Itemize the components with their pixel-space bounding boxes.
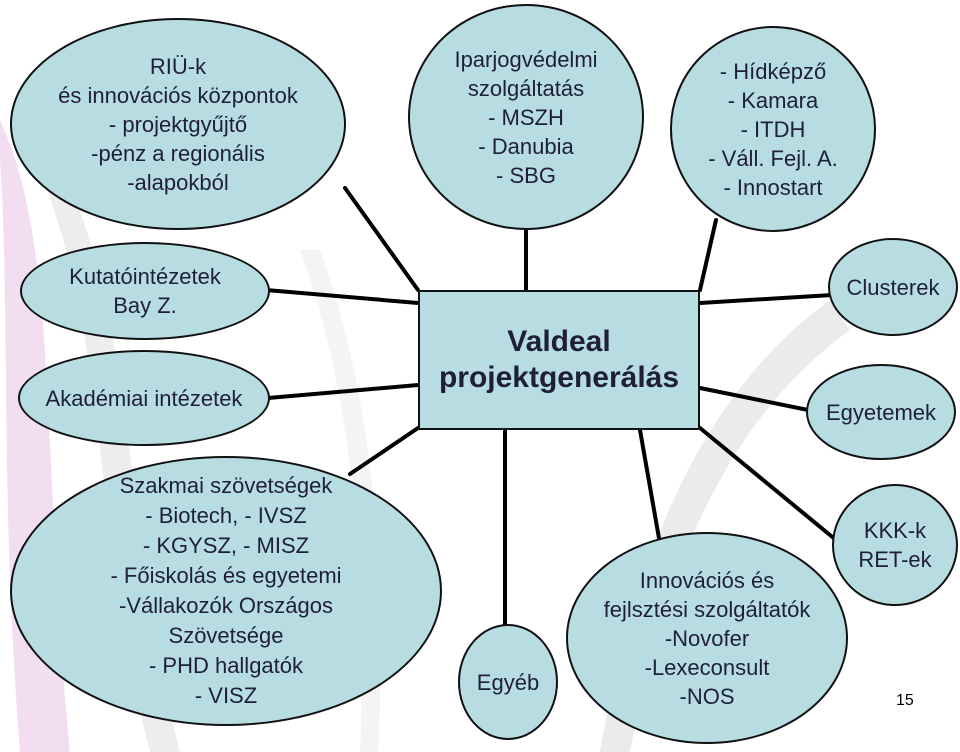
node-innovacios-label: Innovációs és fejlsztési szolgáltatók -N… xyxy=(603,567,811,709)
node-iparjogvedelmi: Iparjogvédelmi szolgáltatás - MSZH - Dan… xyxy=(408,4,644,230)
connector-riu xyxy=(343,186,420,292)
node-hidkepzo: - Hídképző - Kamara - ITDH - Váll. Fejl.… xyxy=(670,26,876,232)
node-iparjog-label: Iparjogvédelmi szolgáltatás - MSZH - Dan… xyxy=(454,46,598,188)
connector-innovacios xyxy=(638,428,662,546)
node-akademiai-intezetek: Akadémiai intézetek xyxy=(18,350,270,446)
node-kkk-label: KKK-k RET-ek xyxy=(858,518,932,572)
page-number: 15 xyxy=(896,692,914,709)
node-szakmai-label: Szakmai szövetségek - Biotech, - IVSZ - … xyxy=(110,473,342,708)
connector-lines xyxy=(264,186,838,629)
node-riu-label: RIÜ-k és innovációs központok - projektg… xyxy=(58,53,298,195)
connector-kutato xyxy=(264,288,420,305)
node-clusterek: Clusterek xyxy=(828,238,958,336)
node-egyeb: Egyéb xyxy=(458,624,558,740)
node-akademiai-label: Akadémiai intézetek xyxy=(45,385,243,411)
node-szakmai-szovetsegek: Szakmai szövetségek - Biotech, - IVSZ - … xyxy=(10,456,442,726)
connector-akademiai xyxy=(266,383,420,400)
node-kutato-label: Kutatóintézetek Bay Z. xyxy=(69,264,221,318)
node-clusterek-label: Clusterek xyxy=(846,274,940,300)
node-kkk-ret: KKK-k RET-ek xyxy=(832,484,958,606)
connector-clusterek xyxy=(698,293,834,305)
node-kutatointezetek: Kutatóintézetek Bay Z. xyxy=(20,242,270,340)
node-egyeb-label: Egyéb xyxy=(476,669,540,695)
node-riu-innovacios-kozpontok: RIÜ-k és innovációs központok - projektg… xyxy=(10,18,346,230)
center-label: Valdeal projektgenerálás xyxy=(438,325,680,394)
connector-kkk xyxy=(698,426,838,542)
connector-szakmai xyxy=(348,426,420,476)
node-innovacios-szolgaltatok: Innovációs és fejlsztési szolgáltatók -N… xyxy=(566,532,848,744)
node-center-valdeal: Valdeal projektgenerálás xyxy=(418,290,700,430)
node-egyetemek-label: Egyetemek xyxy=(825,399,937,425)
connector-egyetemek xyxy=(698,386,810,412)
connector-hidkepzo xyxy=(698,218,718,292)
node-egyetemek: Egyetemek xyxy=(806,364,956,460)
node-hidkepzo-label: - Hídképző - Kamara - ITDH - Váll. Fejl.… xyxy=(708,58,838,200)
